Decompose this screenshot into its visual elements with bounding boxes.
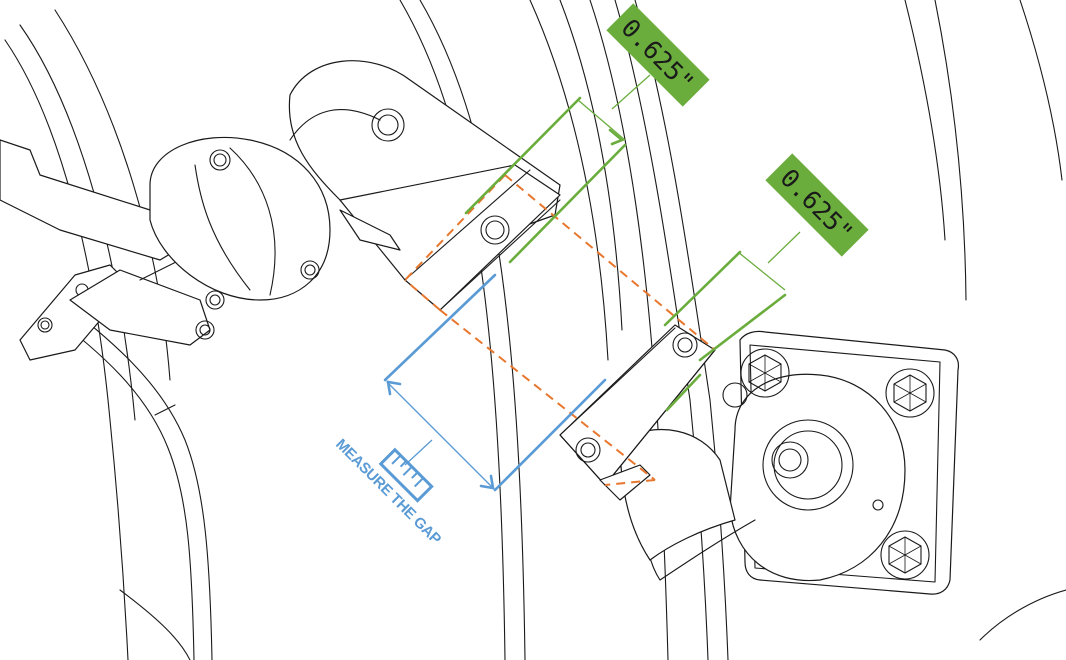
cable [47,299,213,660]
measure-gap-dimension [383,273,607,492]
dimension-label-lower: 0.625" [765,153,869,257]
cut-outline [404,174,716,486]
ruler-icon [378,447,434,503]
measure-gap-label: MEASURE THE GAP [332,436,444,548]
hex-bolt-icon [885,368,935,418]
hex-bolt-icon [880,530,930,580]
dimension-value-lower: 0.625" [774,163,858,247]
lower-mount-assembly [559,324,960,595]
upper-arm-assembly [0,60,561,361]
hex-bolt-icon [740,348,790,398]
dimension-value-upper: 0.625" [615,13,699,97]
